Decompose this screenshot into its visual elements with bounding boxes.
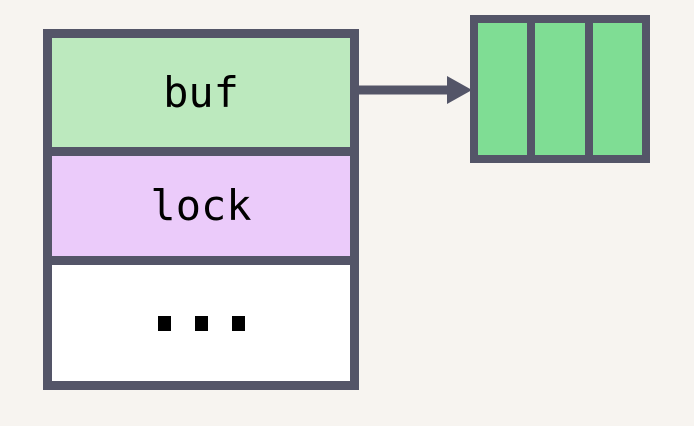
buffer-slot-1 bbox=[535, 23, 585, 155]
struct-block: buf lock bbox=[43, 29, 359, 390]
buffer-block bbox=[470, 15, 650, 163]
struct-field-lock-label: lock bbox=[150, 181, 252, 230]
buffer-slot-2 bbox=[592, 23, 642, 155]
struct-field-buf-label: buf bbox=[163, 67, 239, 117]
struct-field-ellipsis bbox=[52, 265, 350, 381]
buf-pointer-arrow-icon bbox=[357, 76, 472, 104]
buffer-slot-0 bbox=[478, 23, 528, 155]
struct-field-lock: lock bbox=[52, 156, 350, 256]
struct-field-buf: buf bbox=[52, 38, 350, 147]
ellipsis-icon bbox=[157, 315, 245, 331]
